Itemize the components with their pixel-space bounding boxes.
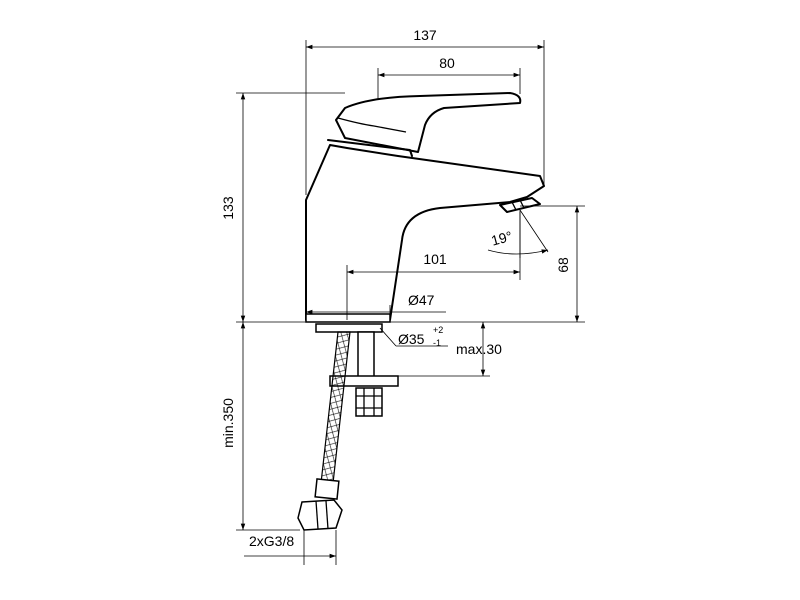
dim-max-thickness: max.30 bbox=[398, 322, 502, 377]
label-base-diameter: Ø47 bbox=[408, 292, 435, 308]
label-hole-tol-minus: -1 bbox=[433, 338, 441, 348]
connection-nut-edge bbox=[325, 500, 329, 530]
handle-lever bbox=[335, 92, 522, 153]
label-spout-height: 68 bbox=[555, 257, 571, 273]
aerator-detail bbox=[519, 199, 525, 209]
fixing-nut bbox=[355, 387, 383, 417]
dim-hole-diameter: Ø35 +2 -1 bbox=[379, 325, 448, 348]
fixing-bracket bbox=[329, 375, 399, 387]
connection-nut bbox=[297, 499, 343, 531]
supply-hose bbox=[297, 331, 351, 531]
label-overall-width: 137 bbox=[413, 27, 437, 43]
label-hose-length: min.350 bbox=[220, 398, 236, 448]
dim-overall-height: 133 bbox=[220, 92, 345, 322]
label-max-thickness: max.30 bbox=[456, 341, 502, 357]
dim-overall-width: 137 bbox=[305, 27, 545, 195]
aerator-detail bbox=[511, 201, 517, 211]
hose-ferrule bbox=[314, 478, 340, 500]
label-hole-diameter: Ø35 bbox=[398, 331, 425, 347]
dim-spout-reach: 101 bbox=[346, 212, 521, 320]
dim-connection: 2xG3/8 bbox=[244, 530, 337, 565]
handle-inner-line bbox=[337, 117, 407, 133]
hose-braid bbox=[319, 331, 351, 493]
dim-spout-angle: 19° bbox=[487, 209, 549, 258]
mounting-hardware bbox=[315, 323, 399, 417]
faucet-body-outline bbox=[305, 144, 545, 321]
mounting-flange bbox=[315, 323, 383, 333]
dim-base-diameter: Ø47 bbox=[306, 292, 446, 320]
label-connection: 2xG3/8 bbox=[249, 533, 294, 549]
base-plate bbox=[305, 313, 391, 323]
leader-line bbox=[379, 327, 397, 347]
dim-hose-length: min.350 bbox=[220, 322, 300, 531]
angle-arc bbox=[487, 249, 549, 255]
angle-line bbox=[519, 209, 549, 253]
label-spout-reach: 101 bbox=[423, 251, 447, 267]
label-overall-height: 133 bbox=[220, 196, 236, 220]
dim-spout-height: 68 bbox=[520, 205, 585, 322]
aerator bbox=[499, 197, 541, 213]
label-handle-length: 80 bbox=[439, 55, 455, 71]
threaded-rod bbox=[357, 331, 375, 379]
faucet-body bbox=[305, 92, 545, 323]
label-hole-tol-plus: +2 bbox=[433, 325, 443, 335]
dim-handle-length: 80 bbox=[377, 55, 521, 100]
connection-nut-edge bbox=[315, 500, 319, 530]
label-spout-angle: 19° bbox=[489, 228, 514, 249]
